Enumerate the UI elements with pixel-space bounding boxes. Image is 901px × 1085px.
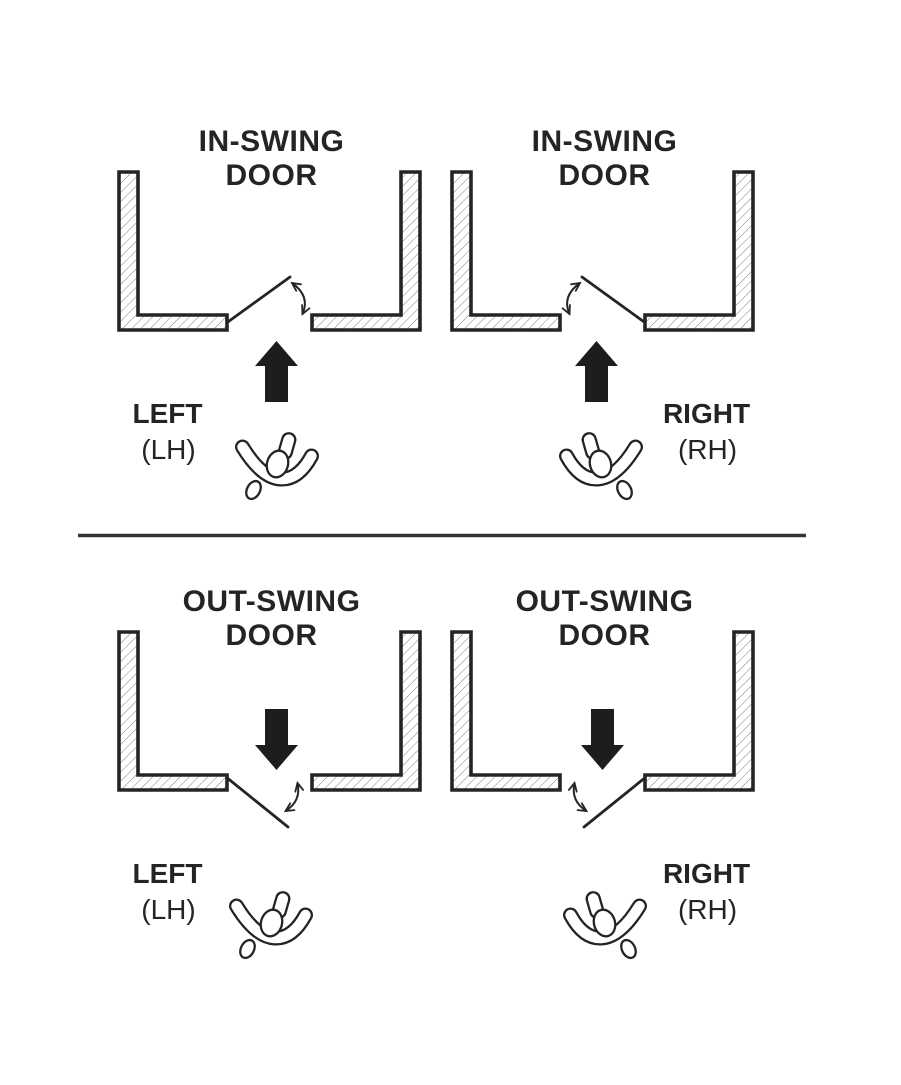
person-icon [567,432,636,502]
door-out-swing [229,779,299,827]
hand-abbr: (RH) [678,434,737,465]
panel-out-swing-left: OUT-SWING DOOR LEFT (LH) [117,585,422,961]
hand-abbr: (LH) [141,434,195,465]
approach-arrow-up-icon [255,341,298,402]
panel-title-line2: DOOR [559,159,651,192]
panel-title-line2: DOOR [559,619,651,652]
approach-arrow-up-icon [575,341,618,402]
hand-abbr: (RH) [678,894,737,925]
person-icon [571,891,640,961]
mirrored-graphics [571,709,644,960]
panel-title-line1: IN-SWING [532,125,678,158]
panel-in-swing-left: IN-SWING DOOR LEFT (LH) [117,125,422,502]
panel-out-swing-right: OUT-SWING DOOR RIGHT (RH) [450,585,755,960]
approach-arrow-down-icon [581,709,624,770]
hand-label: LEFT [133,398,203,429]
panel-title-line1: OUT-SWING [516,585,694,618]
panel-title-line2: DOOR [226,619,318,652]
panel-in-swing-right: IN-SWING DOOR RIGHT (RH) [450,125,755,501]
approach-arrow-down-icon [255,709,298,770]
walls [117,170,422,332]
panel-title-line1: IN-SWING [199,125,345,158]
door-in-swing [567,277,643,322]
hand-label: RIGHT [663,398,750,429]
person-icon [243,432,312,502]
panel-title-line1: OUT-SWING [183,585,361,618]
walls [450,170,755,332]
hand-label: RIGHT [663,858,750,889]
mirrored-graphics [567,277,644,501]
hand-label: LEFT [133,858,203,889]
hand-abbr: (LH) [141,894,195,925]
door-out-swing [574,779,644,827]
door-in-swing [229,277,305,322]
person-icon [237,891,306,961]
panel-title-line2: DOOR [226,159,318,192]
